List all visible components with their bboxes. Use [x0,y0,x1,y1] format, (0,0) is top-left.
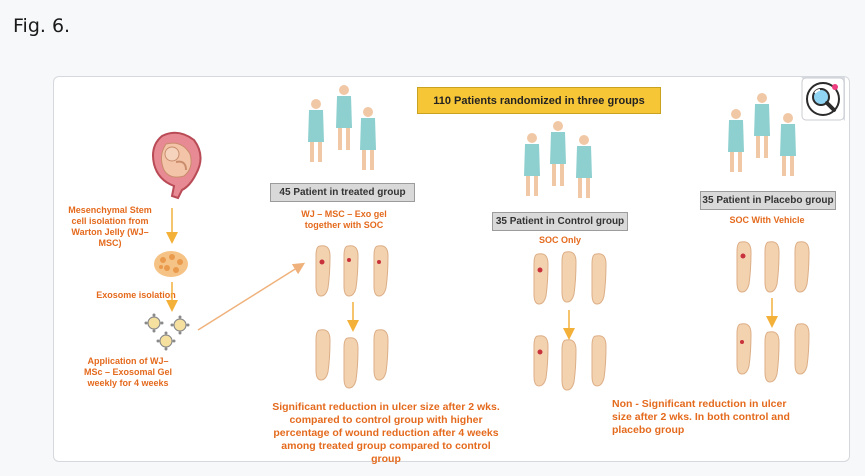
group-label-placebo: 35 Patient in Placebo group [700,191,836,210]
group-label-treated: 45 Patient in treated group [270,183,415,202]
step-msc-isolation: Mesenchymal Stem cell isolation from War… [68,205,152,248]
placebo-patients-icon [728,93,796,176]
magnifier-icon[interactable] [801,77,845,121]
pregnancy-womb-icon [152,131,202,200]
exosome-particles-icon [144,313,190,351]
group-label-control: 35 Patient in Control group [492,212,628,231]
placebo-feet-after-icon [736,323,810,383]
exosome-cluster-icon [154,251,188,277]
figure-label: Fig. 6. [13,15,71,37]
arrow-gel-to-treated [197,262,306,331]
step-gel-application: Application of WJ– MSc – Exosomal Gel we… [83,356,173,388]
control-feet-after-icon [533,335,607,391]
control-feet-before-icon [533,251,607,305]
treated-feet-after-icon [315,329,389,389]
result-treated: Significant reduction in ulcer size afte… [272,401,500,465]
placebo-feet-before-icon [736,241,810,293]
treatment-treated: WJ – MSC – Exo gel together with SOC [301,209,387,230]
randomization-title: 110 Patients randomized in three groups [417,87,661,114]
result-control-placebo: Non - Significant reduction in ulcer siz… [612,398,790,436]
step-exosome-isolation: Exosome isolation [96,290,176,300]
control-patients-icon [524,121,592,198]
treated-feet-before-icon [315,245,389,297]
treatment-control: SOC Only [538,235,581,245]
treatment-placebo: SOC With Vehicle [729,215,805,225]
treated-patients-icon [308,85,376,170]
